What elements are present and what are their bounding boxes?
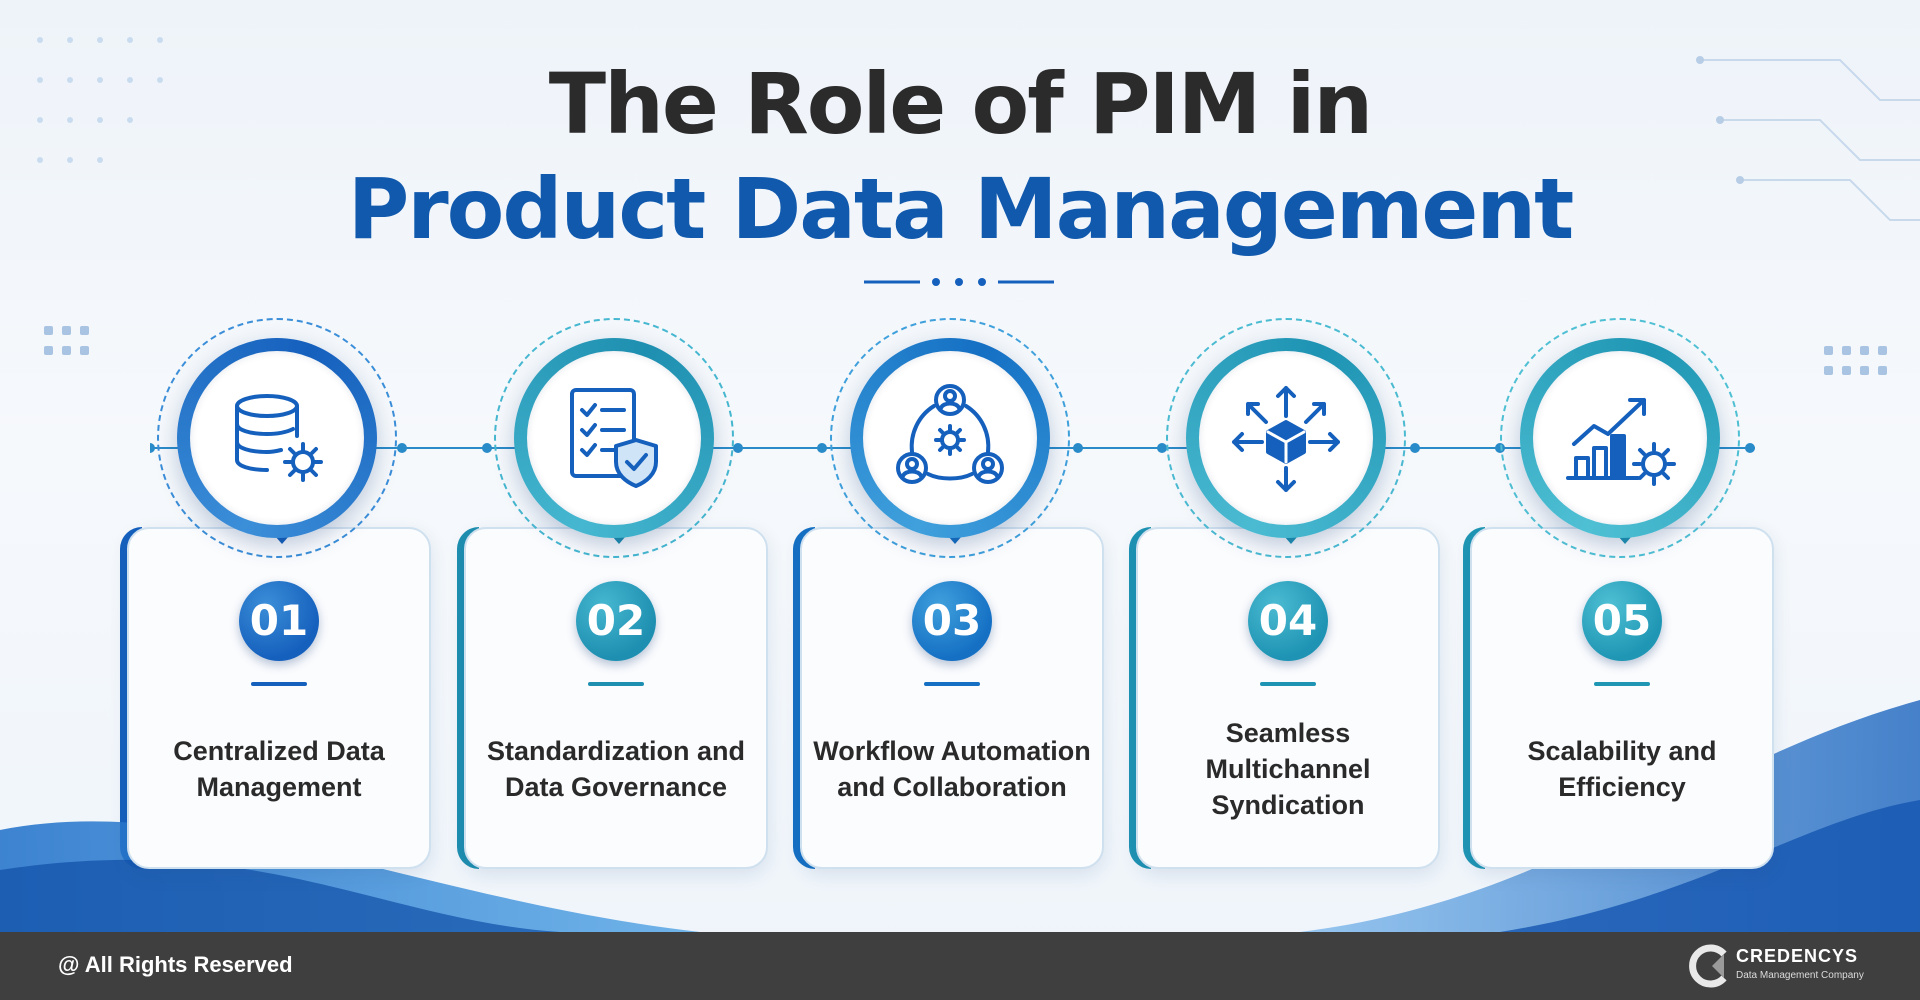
step-label: Workflow Automation and Collaboration <box>813 736 1091 802</box>
step-label: Scalability and Efficiency <box>1527 736 1717 802</box>
step-card-4: 04 Seamless Multichannel Syndication <box>1129 527 1440 869</box>
page-title-line-1: The Role of PIM in <box>548 55 1373 153</box>
step-card-1: 01 Centralized Data Management <box>120 527 431 869</box>
step-number-badge: 02 <box>576 581 656 661</box>
step-underline <box>251 682 307 686</box>
step-card-3: 03 Workflow Automation and Collaboration <box>793 527 1104 869</box>
copyright-text: @ All Rights Reserved <box>58 952 293 977</box>
step-icon-ring-5 <box>1500 318 1740 558</box>
page-title-line-2: Product Data Management <box>347 160 1575 258</box>
step-number-badge: 01 <box>239 581 319 661</box>
title-divider <box>864 278 1054 286</box>
step-label: Centralized Data Management <box>173 736 385 802</box>
step-underline <box>1594 682 1650 686</box>
database-gear-icon <box>235 394 323 482</box>
brand-logo-mark-icon <box>1689 944 1727 988</box>
step-icon-ring-4 <box>1166 318 1406 558</box>
brand-logo: CREDENCYS Data Management Company <box>1688 940 1864 992</box>
cube-arrows-icon <box>1232 386 1340 492</box>
step-icon-ring-3 <box>830 318 1070 558</box>
checklist-shield-icon <box>570 388 658 488</box>
step-icon-ring-1 <box>157 318 397 558</box>
step-card-5: 05 Scalability and Efficiency <box>1463 527 1774 869</box>
footer-bar: @ All Rights Reserved CREDENCYS Data Man… <box>0 932 1920 1000</box>
step-underline <box>924 682 980 686</box>
step-label: Standardization and Data Governance <box>486 736 746 802</box>
step-underline <box>588 682 644 686</box>
step-icon-ring-2 <box>494 318 734 558</box>
step-label: Seamless Multichannel Syndication <box>1205 718 1371 820</box>
step-number-badge: 04 <box>1248 581 1328 661</box>
team-workflow-icon <box>896 384 1004 484</box>
brand-name: CREDENCYS <box>1736 946 1859 966</box>
step-number-badge: 05 <box>1582 581 1662 661</box>
brand-tagline: Data Management Company <box>1736 970 1864 981</box>
step-number-badge: 03 <box>912 581 992 661</box>
step-card-2: 02 Standardization and Data Governance <box>457 527 768 869</box>
step-underline <box>1260 682 1316 686</box>
growth-chart-gear-icon <box>1566 398 1676 486</box>
